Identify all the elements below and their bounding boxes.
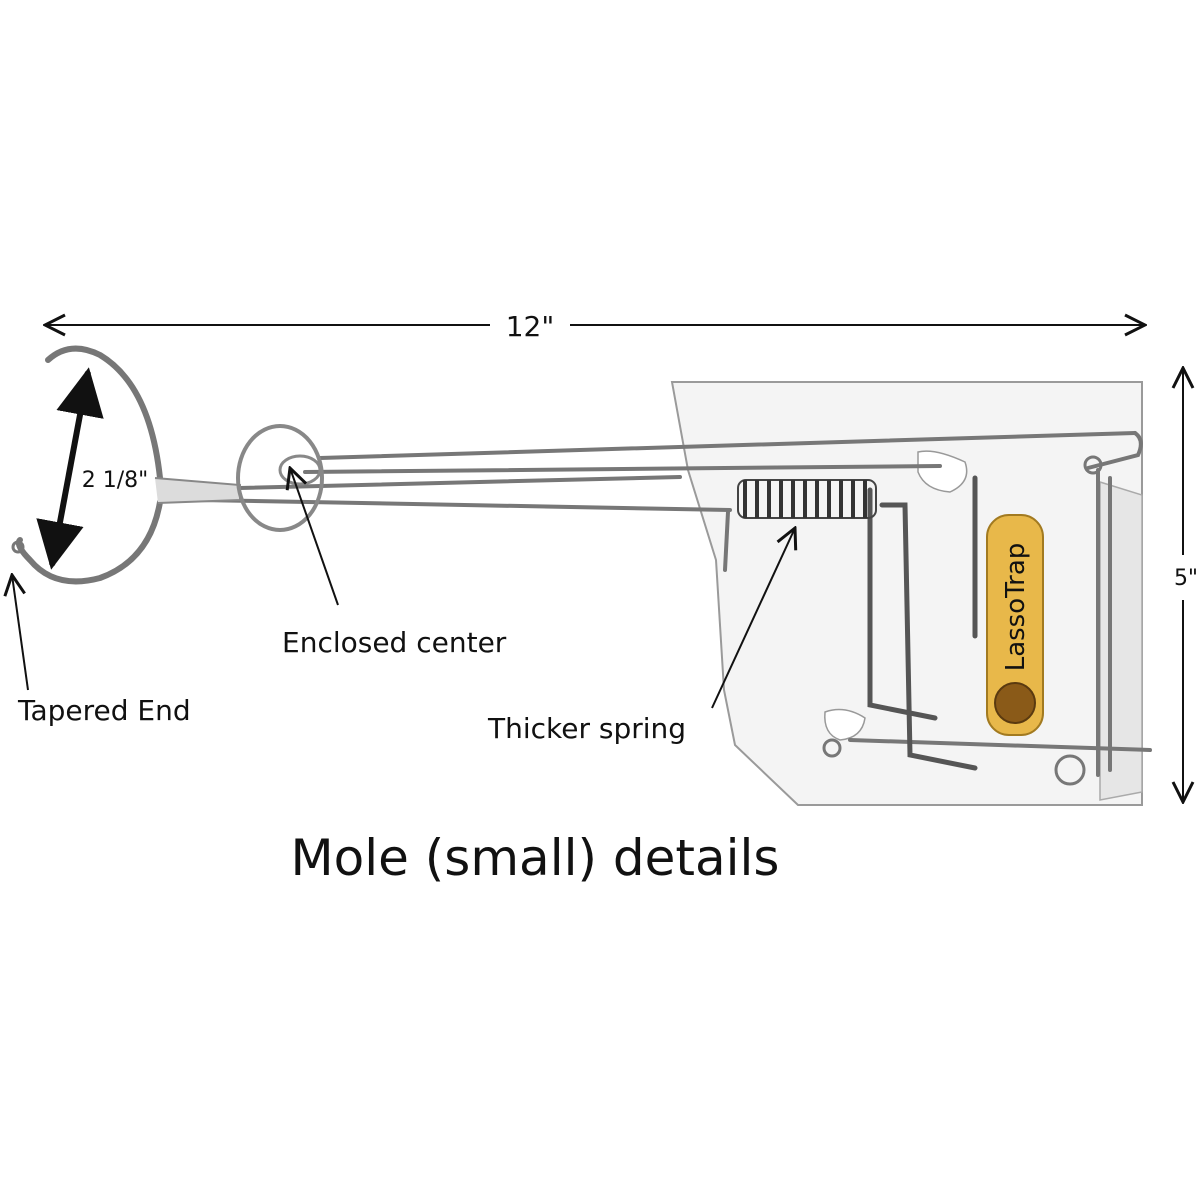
lassotrap-logo: LassoTrap [986,514,1044,736]
enclosed-center-leader [290,468,339,606]
loop-width-label: 2 1/8" [82,468,149,493]
height-label: 5" [1174,566,1198,591]
length-label: 12" [506,310,555,343]
tapered-end-leader [12,575,29,691]
diagram-title: Mole (small) details [291,829,780,887]
lasso-loop [11,345,241,585]
logo-text: LassoTrap [1001,543,1031,672]
thicker-spring-label: Thicker spring [487,712,686,745]
height-dimension: 5" [1174,368,1198,802]
trap-rods [158,431,1152,786]
thicker-spring [737,479,877,519]
enclosed-center-ring [236,424,324,532]
loop-width-dimension: 2 1/8" [36,367,149,570]
length-dimension: 12" [45,310,1145,343]
thicker-spring-leader [711,528,795,709]
tapered-end-label: Tapered End [17,694,191,727]
enclosed-center-label: Enclosed center [282,626,507,659]
